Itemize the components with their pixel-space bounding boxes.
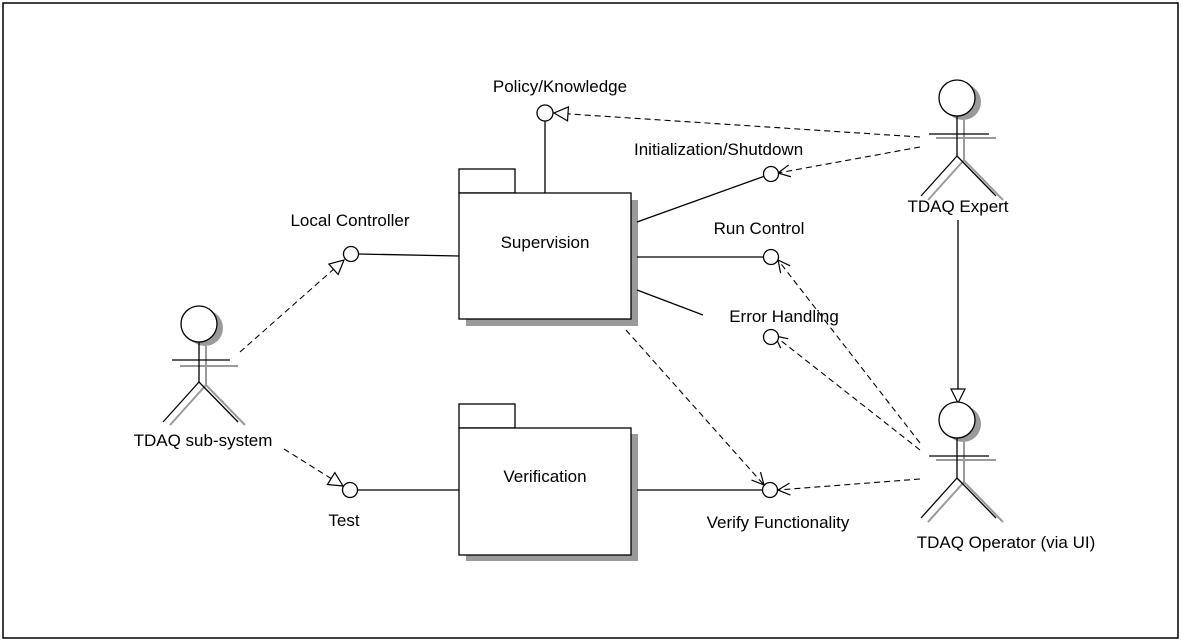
operator-to-error bbox=[775, 336, 921, 451]
actor-expert: TDAQ Expert bbox=[907, 79, 1009, 216]
operator-to-run bbox=[778, 260, 921, 444]
local-controller-label: Local Controller bbox=[290, 211, 409, 230]
error-handling-link bbox=[636, 289, 704, 316]
local-controller-interface bbox=[342, 245, 360, 263]
init-interface bbox=[762, 165, 780, 183]
expert-to-policy bbox=[554, 113, 921, 138]
verify-label: Verify Functionality bbox=[707, 513, 850, 532]
actor-subsystem-label: TDAQ sub-system bbox=[134, 431, 273, 450]
init-link bbox=[636, 175, 766, 223]
run-control-label: Run Control bbox=[714, 219, 805, 238]
actor-operator: TDAQ Operator (via UI) bbox=[917, 401, 1096, 552]
actor-operator-label: TDAQ Operator (via UI) bbox=[917, 533, 1096, 552]
error-handling-label: Error Handling bbox=[729, 307, 839, 326]
supervision-label: Supervision bbox=[501, 233, 590, 252]
verification-package: Verification bbox=[458, 403, 638, 561]
supervision-to-verify bbox=[625, 329, 764, 485]
supervision-package: Supervision bbox=[458, 168, 638, 326]
verification-label: Verification bbox=[503, 467, 586, 486]
actor-subsystem: TDAQ sub-system bbox=[134, 305, 273, 450]
error-handling-interface bbox=[762, 328, 780, 346]
expert-to-init bbox=[778, 146, 921, 173]
verify-interface bbox=[761, 481, 779, 499]
test-label: Test bbox=[328, 511, 359, 530]
run-control-interface bbox=[762, 248, 780, 266]
test-interface bbox=[341, 481, 359, 499]
init-label: Initialization/Shutdown bbox=[634, 140, 803, 159]
local-controller-link bbox=[357, 253, 460, 257]
operator-to-verify bbox=[778, 478, 921, 490]
actor-expert-label: TDAQ Expert bbox=[907, 197, 1008, 216]
policy-label: Policy/Knowledge bbox=[493, 77, 627, 96]
subsystem-to-local bbox=[239, 260, 344, 353]
policy-interface bbox=[536, 104, 554, 122]
subsystem-to-test bbox=[283, 448, 343, 486]
